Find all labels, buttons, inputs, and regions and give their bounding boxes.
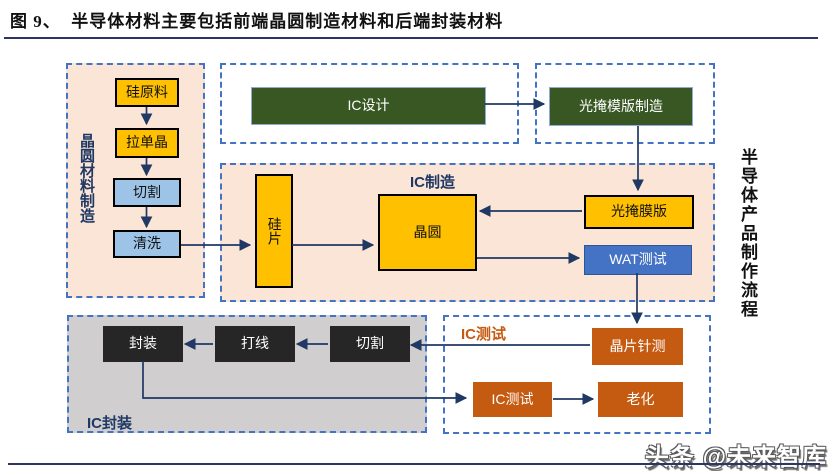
node-cutting: 切割 bbox=[113, 178, 181, 207]
group-label-ic-testing: IC测试 bbox=[461, 326, 507, 343]
node-ic-design: IC设计 bbox=[251, 87, 486, 125]
node-cleaning: 清洗 bbox=[113, 230, 181, 258]
figure-title: 图 9、 半导体材料主要包括前端晶圆制造材料和后端封装材料 bbox=[10, 12, 504, 31]
group-label-ic-packaging: IC封装 bbox=[87, 415, 133, 432]
node-wat-test: WAT测试 bbox=[584, 245, 692, 275]
group-label-ic-fabrication: IC制造 bbox=[410, 174, 456, 191]
process-flow-label: 半导体产品制作流程 bbox=[738, 148, 757, 319]
group-mask-manufacturing: 光掩模版制造 bbox=[535, 63, 715, 144]
group-wafer-materials: 晶圆材料制造 硅原料 拉单晶 切割 清洗 bbox=[66, 63, 205, 298]
watermark: 头条 @未来智库 bbox=[644, 444, 827, 471]
node-packaging: 封装 bbox=[103, 326, 183, 362]
node-wafer-probing: 晶片针测 bbox=[592, 328, 683, 365]
node-dicing: 切割 bbox=[330, 326, 410, 362]
group-ic-design: IC设计 bbox=[220, 63, 519, 144]
node-wire-bonding: 打线 bbox=[215, 326, 295, 362]
node-ic-test: IC测试 bbox=[473, 382, 552, 417]
node-photomask: 光掩膜版 bbox=[584, 195, 694, 229]
node-crystal-pulling: 拉单晶 bbox=[115, 128, 179, 158]
node-mask-manufacturing: 光掩模版制造 bbox=[549, 87, 693, 126]
group-label-wafer-materials: 晶圆材料制造 bbox=[78, 133, 95, 223]
node-aging: 老化 bbox=[598, 382, 683, 417]
group-ic-testing: IC测试 晶片针测 IC测试 老化 bbox=[443, 315, 711, 434]
node-silicon-wafer: 硅片 bbox=[255, 174, 293, 288]
node-wafer: 晶圆 bbox=[378, 194, 477, 271]
title-underline bbox=[4, 37, 818, 39]
group-ic-fabrication: IC制造 硅片 晶圆 光掩膜版 WAT测试 bbox=[220, 163, 715, 302]
node-silicon-raw-material: 硅原料 bbox=[115, 78, 179, 107]
bottom-rule bbox=[8, 463, 820, 465]
group-ic-packaging: IC封装 封装 打线 切割 bbox=[67, 315, 427, 433]
